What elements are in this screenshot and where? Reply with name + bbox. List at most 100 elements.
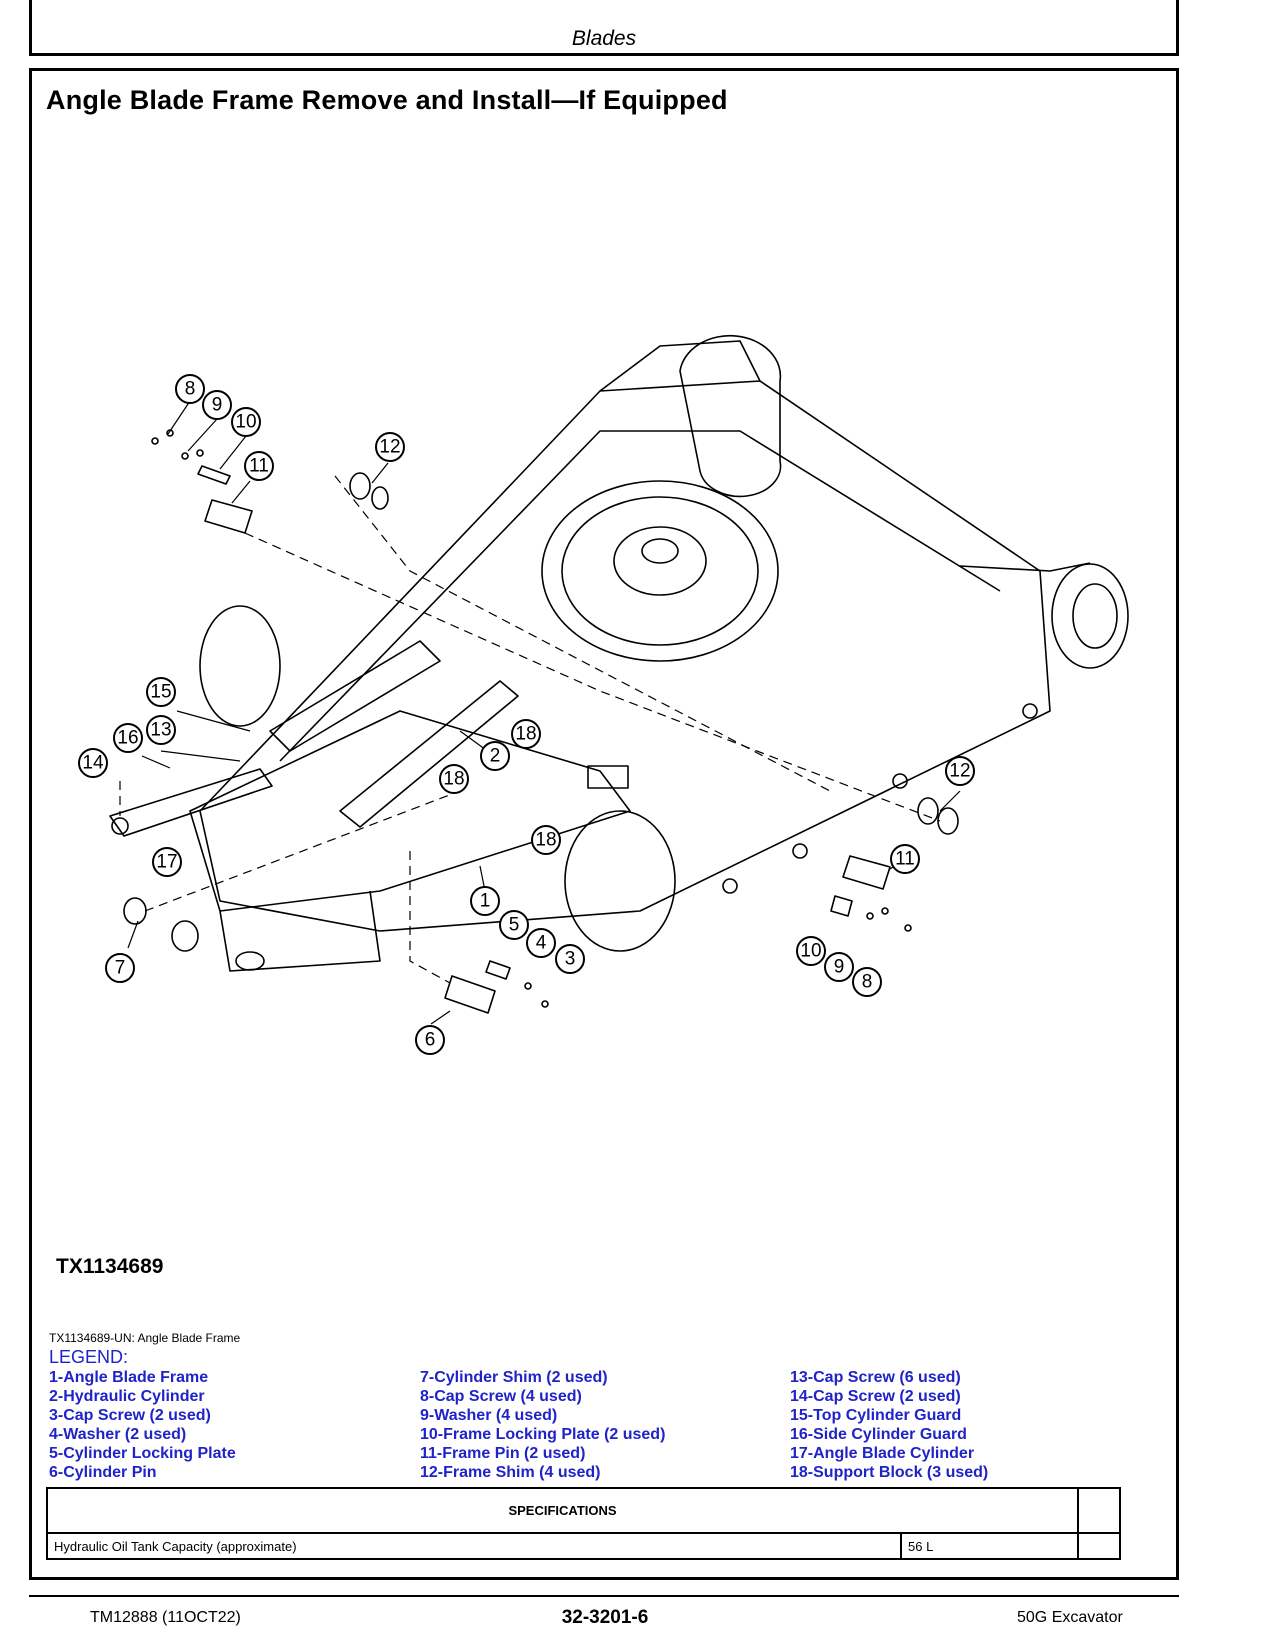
svg-text:8: 8 — [185, 379, 196, 400]
leader-line — [141, 755, 171, 769]
specifications-table: SPECIFICATIONS Hydraulic Oil Tank Capaci… — [46, 1487, 1121, 1560]
table-row: Hydraulic Oil Tank Capacity (approximate… — [46, 1532, 1121, 1560]
exploded-view-illustration: 8 9 10 11 12 15 16 13 14 17 2 18 18 18 1… — [40, 271, 1170, 1151]
svg-text:10: 10 — [235, 412, 256, 433]
callout: 4 — [526, 928, 556, 958]
frame-shim — [917, 797, 939, 825]
legend-item: 14-Cap Screw (2 used) — [790, 1388, 961, 1405]
svg-text:9: 9 — [212, 395, 223, 416]
leader-line — [231, 480, 251, 504]
frame-locking-plate — [197, 465, 231, 485]
frame-pin-boss — [235, 951, 265, 971]
legend-item: 17-Angle Blade Cylinder — [790, 1445, 975, 1462]
callout: 5 — [499, 910, 529, 940]
blade-frame-front — [219, 890, 381, 972]
alignment-line-cylinder-shim — [144, 790, 461, 912]
legend-heading: LEGEND: — [49, 1347, 129, 1367]
callout: 9 — [824, 952, 854, 982]
callout: 8 — [852, 967, 882, 997]
legend-item: 8-Cap Screw (4 used) — [420, 1388, 582, 1405]
leader-line — [127, 920, 139, 949]
frame-pin-lower — [842, 855, 891, 890]
spec-blank-cell — [1077, 1532, 1121, 1560]
svg-text:1: 1 — [480, 891, 491, 912]
legend-column-2: 7-Cylinder Shim (2 used) 8-Cap Screw (4 … — [420, 1368, 665, 1482]
undercarriage-drawing: 8 9 10 11 12 15 16 13 14 17 2 18 18 18 1… — [78, 334, 1129, 1055]
legend-column-1: 1-Angle Blade Frame 2-Hydraulic Cylinder… — [49, 1368, 236, 1482]
svg-text:12: 12 — [949, 761, 970, 782]
cylinder-locking-plate — [485, 960, 511, 980]
footer-model: 50G Excavator — [1017, 1609, 1123, 1626]
legend-item: 9-Washer (4 used) — [420, 1407, 558, 1424]
right-motor-mount — [959, 562, 1091, 572]
leader-line — [371, 462, 389, 484]
callout: 17 — [152, 847, 182, 877]
svg-text:4: 4 — [536, 933, 547, 954]
footer-page-number: 32-3201-6 — [561, 1607, 649, 1628]
frame-shim — [349, 472, 371, 500]
track-roller — [722, 878, 738, 894]
spec-header-row: SPECIFICATIONS — [46, 1487, 1121, 1534]
figure-caption: TX1134689-UN: Angle Blade Frame — [49, 1331, 241, 1345]
callout: 3 — [555, 944, 585, 974]
swing-bearing-inner — [561, 496, 759, 646]
cap-screw — [881, 907, 889, 915]
rear-motor-housing — [599, 340, 761, 392]
svg-text:18: 18 — [535, 830, 556, 851]
spec-heading: SPECIFICATIONS — [46, 1487, 1079, 1534]
section-title: Angle Blade Frame Remove and Install—If … — [46, 85, 728, 115]
washer — [866, 912, 874, 920]
frame-locking-plate — [830, 895, 853, 917]
svg-text:18: 18 — [515, 724, 536, 745]
svg-text:15: 15 — [150, 682, 171, 703]
page-header: Blades — [29, 0, 1179, 56]
callout: 6 — [415, 1025, 445, 1055]
track-frame-outline — [199, 380, 1051, 932]
callout: 18 — [511, 719, 541, 749]
right-travel-motor — [1051, 563, 1129, 669]
legend-item: 16-Side Cylinder Guard — [790, 1426, 967, 1443]
svg-text:10: 10 — [800, 941, 821, 962]
legend-item: 15-Top Cylinder Guard — [790, 1407, 962, 1424]
callout: 2 — [480, 741, 510, 771]
leader-line — [176, 710, 251, 732]
legend-item: 6-Cylinder Pin — [49, 1464, 157, 1481]
track-roller — [892, 773, 908, 789]
support-block — [587, 765, 629, 789]
svg-text:16: 16 — [117, 728, 138, 749]
frame-shim — [937, 807, 959, 835]
washer — [196, 449, 204, 457]
callout: 18 — [531, 825, 561, 855]
callout: 11 — [890, 844, 920, 874]
alignment-line-frame-pin — [244, 532, 941, 822]
leader-line — [939, 790, 961, 812]
leader-line — [187, 418, 218, 452]
callout-markers: 8 9 10 11 12 15 16 13 14 17 2 18 18 18 1… — [78, 374, 975, 1055]
svg-text:8: 8 — [862, 972, 873, 993]
svg-text:12: 12 — [379, 437, 400, 458]
spec-value: 56 L — [900, 1532, 1079, 1560]
top-cylinder-guard — [269, 640, 441, 752]
swing-center-joint — [613, 526, 707, 596]
spec-blank-cell — [1077, 1487, 1121, 1534]
figure-id: TX1134689 — [56, 1255, 164, 1278]
center-joint-cap — [641, 538, 679, 564]
callout: 15 — [146, 677, 176, 707]
legend-item: 12-Frame Shim (4 used) — [420, 1464, 601, 1481]
callout: 10 — [796, 936, 826, 966]
legend-column-3: 13-Cap Screw (6 used) 14-Cap Screw (2 us… — [790, 1368, 988, 1482]
content-frame: Angle Blade Frame Remove and Install—If … — [29, 68, 1179, 1580]
callout: 7 — [105, 953, 135, 983]
footer-divider — [29, 1595, 1179, 1597]
legend-item: 18-Support Block (3 used) — [790, 1464, 989, 1481]
track-roller — [1022, 703, 1038, 719]
washer — [524, 982, 532, 990]
legend-item: 3-Cap Screw (2 used) — [49, 1407, 211, 1424]
track-roller — [792, 843, 808, 859]
legend-item: 2-Hydraulic Cylinder — [49, 1388, 205, 1405]
frame-shim — [371, 486, 389, 510]
leader-line — [167, 400, 191, 435]
hydraulic-cylinder-body — [339, 680, 519, 828]
callout: 12 — [375, 432, 405, 462]
legend-item: 11-Frame Pin (2 used) — [420, 1445, 586, 1462]
